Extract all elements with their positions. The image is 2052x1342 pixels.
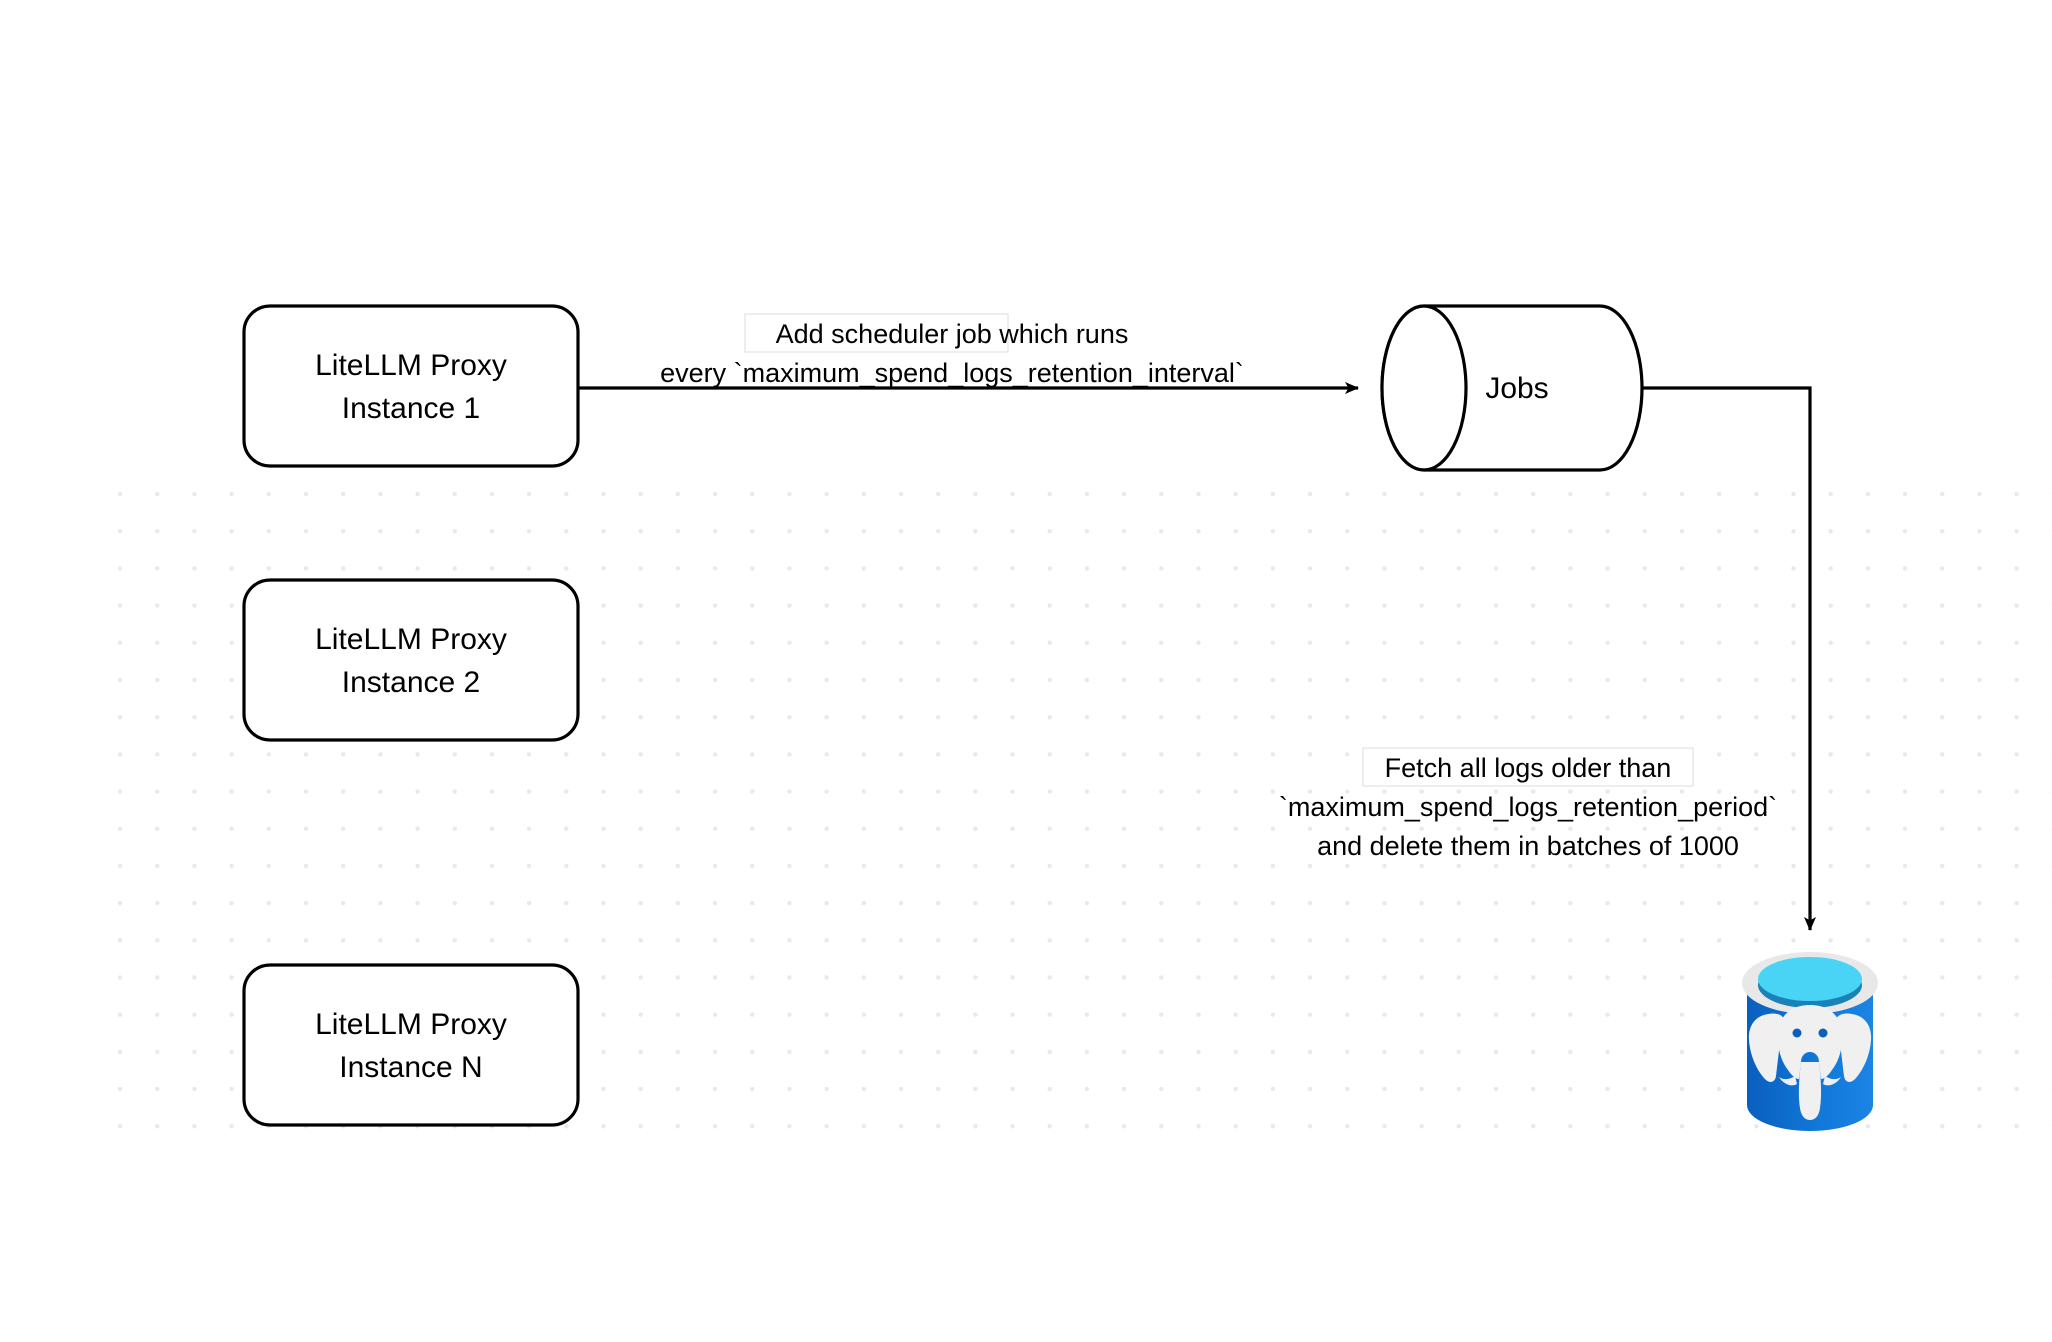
edge-label-proxy1-jobs: Add scheduler job which runs every `maxi… bbox=[660, 313, 1244, 388]
edge-label-highlight-box-2 bbox=[1362, 747, 1694, 787]
proxy-1-box[interactable] bbox=[242, 304, 580, 468]
proxy-2-box[interactable] bbox=[242, 578, 580, 742]
proxy-2-label-line2: Instance 2 bbox=[342, 666, 480, 699]
edge-label-jobs-postgres: Fetch all logs older than `maximum_spend… bbox=[1279, 747, 1777, 861]
proxy-n-box[interactable] bbox=[242, 963, 580, 1127]
postgres-db-top-fill bbox=[1758, 957, 1862, 1001]
node-postgres-db[interactable] bbox=[1742, 952, 1878, 1131]
proxy-2-label-line1: LiteLLM Proxy bbox=[315, 623, 507, 656]
edge-label-highlight-box-1 bbox=[744, 313, 1009, 353]
edge-label-2-line3: and delete them in batches of 1000 bbox=[1317, 831, 1739, 861]
edge-jobs-to-postgres bbox=[1600, 386, 1816, 931]
proxy-n-label-line1: LiteLLM Proxy bbox=[315, 1008, 507, 1041]
node-proxy-1[interactable]: LiteLLM Proxy Instance 1 bbox=[242, 304, 580, 468]
jobs-cylinder-cap bbox=[1380, 304, 1468, 472]
edge-label-1-line1: Add scheduler job which runs bbox=[776, 319, 1129, 349]
edge-label-1-line2: every `maximum_spend_logs_retention_inte… bbox=[660, 358, 1244, 388]
edge-label-2-line2: `maximum_spend_logs_retention_period` bbox=[1279, 792, 1777, 822]
proxy-n-label-line2: Instance N bbox=[339, 1051, 482, 1084]
node-jobs-cylinder[interactable]: Jobs bbox=[1380, 304, 1644, 472]
edge-label-2-line1: Fetch all logs older than bbox=[1385, 753, 1672, 783]
proxy-1-label-line1: LiteLLM Proxy bbox=[315, 349, 507, 382]
node-proxy-2[interactable]: LiteLLM Proxy Instance 2 bbox=[242, 578, 580, 742]
edge-line-jobs-postgres bbox=[1600, 386, 1816, 931]
postgresql-elephant-icon bbox=[1748, 1005, 1872, 1120]
node-proxy-n[interactable]: LiteLLM Proxy Instance N bbox=[242, 963, 580, 1127]
jobs-label: Jobs bbox=[1485, 372, 1548, 405]
proxy-1-label-line2: Instance 1 bbox=[342, 392, 480, 425]
